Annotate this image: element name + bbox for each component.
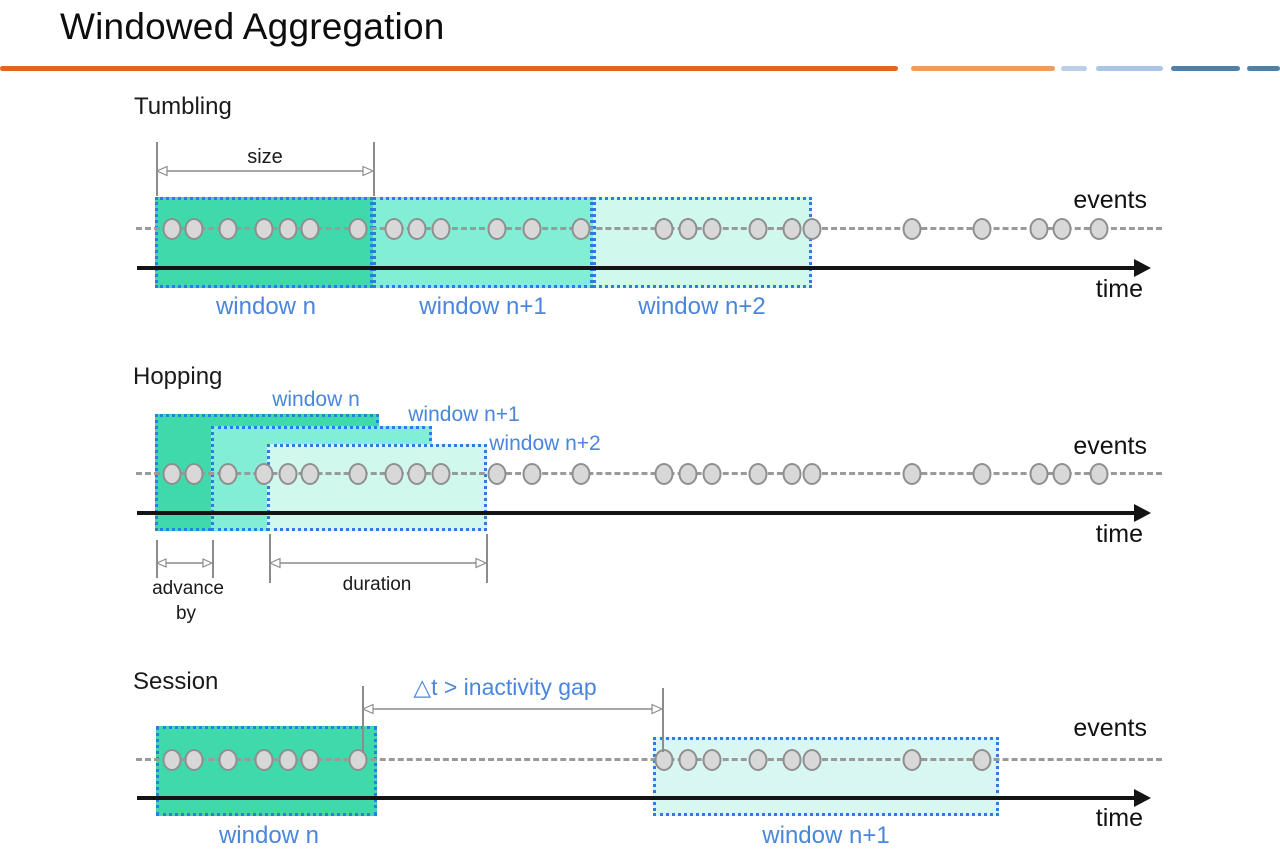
hopping-event-stream-line: [136, 472, 1162, 475]
tumbling-window-n1: [373, 197, 593, 288]
inactivity-gap-arrow: [361, 703, 664, 715]
hopping-time-label: time: [1095, 520, 1143, 548]
duration-arrow: [268, 557, 488, 569]
session-time-axis-arrowhead: [1134, 789, 1151, 807]
hopping-window-n2-label: window n+2: [489, 432, 601, 455]
header-rule-segment: [1247, 66, 1280, 71]
advance-guide-left: [156, 540, 158, 578]
tumbling-events-label: events: [1073, 186, 1147, 214]
duration-label: duration: [342, 574, 412, 595]
gap-guide-left: [362, 686, 364, 753]
advance-by-label-line1: advance: [152, 578, 224, 599]
header-rule-segment: [911, 66, 1055, 71]
header-rule-main: [0, 66, 898, 71]
session-window-n1-label: window n+1: [762, 822, 890, 849]
size-label: size: [247, 146, 283, 168]
session-time-axis: [137, 796, 1135, 800]
header-rule-segment: [1171, 66, 1240, 71]
hopping-window-n1-label: window n+1: [408, 403, 520, 426]
tumbling-window-n2-label: window n+2: [638, 293, 766, 320]
hopping-heading: Hopping: [133, 363, 223, 390]
session-window-n1: [653, 737, 999, 816]
session-events-label: events: [1073, 714, 1147, 742]
tumbling-window-n2: [593, 197, 812, 288]
size-guide-left: [156, 142, 158, 196]
session-window-n: [156, 726, 377, 816]
tumbling-time-axis: [137, 266, 1135, 270]
duration-guide-left: [269, 534, 271, 583]
size-guide-right: [373, 142, 375, 196]
hopping-window-n2: [267, 444, 487, 531]
tumbling-time-label: time: [1095, 275, 1143, 303]
page-title: Windowed Aggregation: [60, 6, 445, 47]
inactivity-gap-label: △t > inactivity gap: [413, 674, 597, 700]
advance-by-label-line2: by: [175, 603, 197, 624]
session-window-n-label: window n: [218, 822, 320, 849]
duration-guide-right: [486, 534, 488, 583]
session-event-stream-line: [136, 758, 1162, 761]
tumbling-heading: Tumbling: [134, 93, 232, 120]
tumbling-time-axis-arrowhead: [1134, 259, 1151, 277]
advance-guide-right: [212, 540, 214, 578]
gap-guide-right: [662, 688, 664, 752]
header-rule-segment: [1096, 66, 1163, 71]
header-rule-segment: [1061, 66, 1087, 71]
hopping-window-n-label: window n: [272, 388, 360, 411]
tumbling-window-n1-label: window n+1: [419, 293, 547, 320]
session-time-label: time: [1095, 804, 1143, 832]
hopping-events-label: events: [1073, 432, 1147, 460]
tumbling-window-n-label: window n: [215, 293, 317, 320]
advance-by-arrow: [155, 558, 214, 568]
hopping-time-axis: [137, 511, 1135, 515]
tumbling-event-stream-line: [136, 227, 1162, 230]
session-heading: Session: [133, 668, 219, 695]
tumbling-window-n: [155, 197, 373, 288]
size-arrow: [155, 165, 375, 177]
hopping-time-axis-arrowhead: [1134, 504, 1151, 522]
